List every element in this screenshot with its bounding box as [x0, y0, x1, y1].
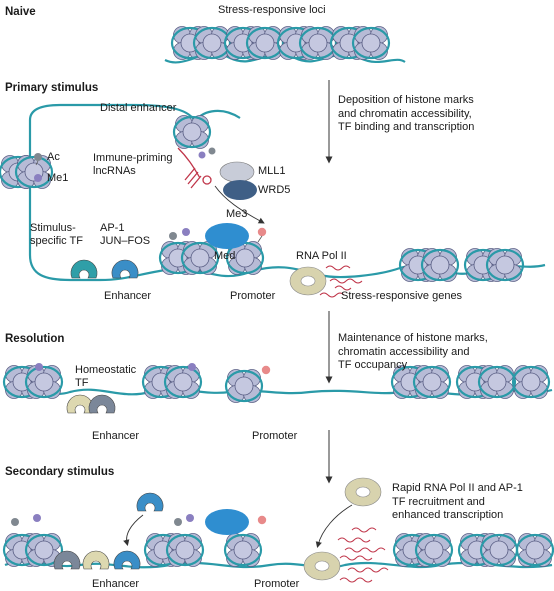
- label-enhancer-resolution: Enhancer: [92, 430, 140, 442]
- mediator-complex: [205, 223, 249, 249]
- label-promoter-resolution: Promoter: [252, 430, 298, 442]
- transcripts-primary: [319, 265, 363, 298]
- transcripts-secondary: [337, 527, 389, 583]
- ap1-tf-recruited: [136, 492, 164, 512]
- stage-naive-title: Naive: [5, 6, 36, 18]
- rna-pol-ii: [289, 266, 327, 296]
- homeostatic-tf-partner: [88, 394, 116, 414]
- label-enhancer-secondary: Enhancer: [92, 578, 140, 590]
- ap1-tf: [111, 259, 139, 279]
- naive-panel: [164, 25, 406, 64]
- lncrna-strand: [177, 147, 202, 189]
- label-promoter-secondary: Promoter: [254, 578, 300, 590]
- note-resolution: Maintenance of histone marks, chromatin …: [338, 332, 488, 371]
- label-med: Med: [214, 250, 236, 262]
- primary-dna-loop: [28, 103, 546, 282]
- label-stress-responsive-genes: Stress-responsive genes: [341, 290, 463, 302]
- label-stress-responsive-loci: Stress-responsive loci: [218, 4, 326, 16]
- note-primary: Deposition of histone marks and chromati…: [338, 94, 475, 133]
- secondary-panel: [2, 477, 554, 583]
- resolution-panel: [2, 363, 553, 414]
- label-me3: Me3: [226, 208, 248, 220]
- note-secondary: Rapid RNA Pol II and AP-1 TF recruitment…: [392, 482, 523, 521]
- label-rna-pol-ii: RNA Pol II: [296, 250, 347, 262]
- stage-secondary-title: Secondary stimulus: [5, 466, 115, 478]
- label-homeostatic-tf: Homeostatic TF: [75, 364, 137, 389]
- stage-primary-title: Primary stimulus: [5, 82, 99, 94]
- rna-pol-ii-free: [344, 477, 382, 507]
- label-distal-enhancer: Distal enhancer: [100, 102, 177, 114]
- mediator-complex-secondary: [205, 509, 249, 535]
- label-lncrnas: Immune-priming lncRNAs: [93, 152, 173, 177]
- label-mll1: MLL1: [258, 165, 286, 177]
- label-ap1: AP-1 JUN–FOS: [100, 222, 151, 247]
- stimulus-specific-tf: [70, 259, 98, 279]
- mll1-complex: [219, 161, 255, 183]
- rna-pol-ii-bound: [303, 551, 341, 581]
- primary-panel: [0, 103, 546, 298]
- label-me1: Me1: [47, 172, 69, 184]
- label-promoter-primary: Promoter: [230, 290, 276, 302]
- label-ac: Ac: [47, 151, 60, 163]
- stage-resolution-title: Resolution: [5, 333, 65, 345]
- label-wrd5: WRD5: [258, 184, 291, 196]
- wrd5-complex: [223, 180, 257, 200]
- label-enhancer-primary: Enhancer: [104, 290, 152, 302]
- label-stimulus-specific-tf: Stimulus- specific TF: [30, 222, 83, 247]
